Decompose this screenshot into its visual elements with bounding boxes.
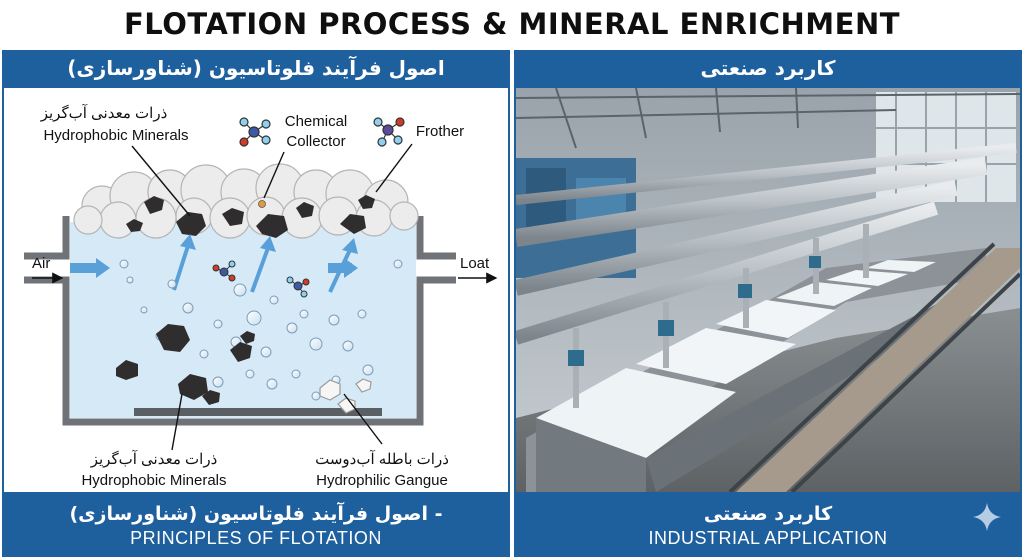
label-collector-line1: Chemical [285,113,348,130]
sparkle-icon [973,503,1001,531]
collector-molecule-water-2 [286,276,310,298]
left-footer-en: PRINCIPLES OF FLOTATION [130,527,382,548]
label-bottom-minerals-fa: ذرات معدنی آب‌گریز [90,450,218,468]
frother-molecule [373,117,405,147]
flotation-diagram-panel: ذرات معدنی آب‌گریز Hydrophobic Minerals … [2,86,510,494]
collector-particle [258,200,266,208]
label-gangue-en: Hydrophilic Gangue [316,472,448,489]
right-panel-header: کاربرد صنعتی [514,50,1022,86]
page-title: FLOTATION PROCESS & MINERAL ENRICHMENT [123,7,901,41]
gangue-particles [319,378,372,414]
label-bottom-minerals-en: Hydrophobic Minerals [81,472,226,489]
leader-lines [32,143,498,451]
flotation-cell-diagram: ذرات معدنی آب‌گریز Hydrophobic Minerals … [24,104,498,489]
tank-floor-plate [134,408,382,416]
label-top-minerals-en: Hydrophobic Minerals [43,127,188,144]
collector-molecule-top [239,117,271,147]
collector-molecule-water-1 [212,260,236,282]
plant-illustration [516,88,1020,492]
sinking-mineral-particles [116,324,255,405]
label-loat: Loat [460,255,490,272]
right-footer-en: INDUSTRIAL APPLICATION [648,527,888,548]
label-frother: Frother [416,123,464,140]
conveyor-belt [736,248,1020,492]
left-panel-header: اصول فرآیند فلوتاسیون (شناورسازی) [2,50,510,86]
right-footer: کاربرد صنعتی INDUSTRIAL APPLICATION [514,494,1022,557]
froth-mineral-particles [126,195,375,238]
label-air: Air [32,255,50,272]
right-footer-fa: کاربرد صنعتی [703,502,833,525]
label-top-minerals-fa: ذرات معدنی آب‌گریز [40,104,168,122]
label-gangue-fa: ذرات باطله آب‌دوست [315,450,449,468]
label-collector-line2: Collector [286,133,345,150]
left-footer-fa: اصول فرآیند فلوتاسیون (شناورسازی) - [69,502,443,525]
pipe-valves [568,256,821,366]
ceiling-trusses [516,88,1020,149]
industrial-plant-photo [514,86,1022,494]
left-footer: اصول فرآیند فلوتاسیون (شناورسازی) - PRIN… [2,494,510,557]
